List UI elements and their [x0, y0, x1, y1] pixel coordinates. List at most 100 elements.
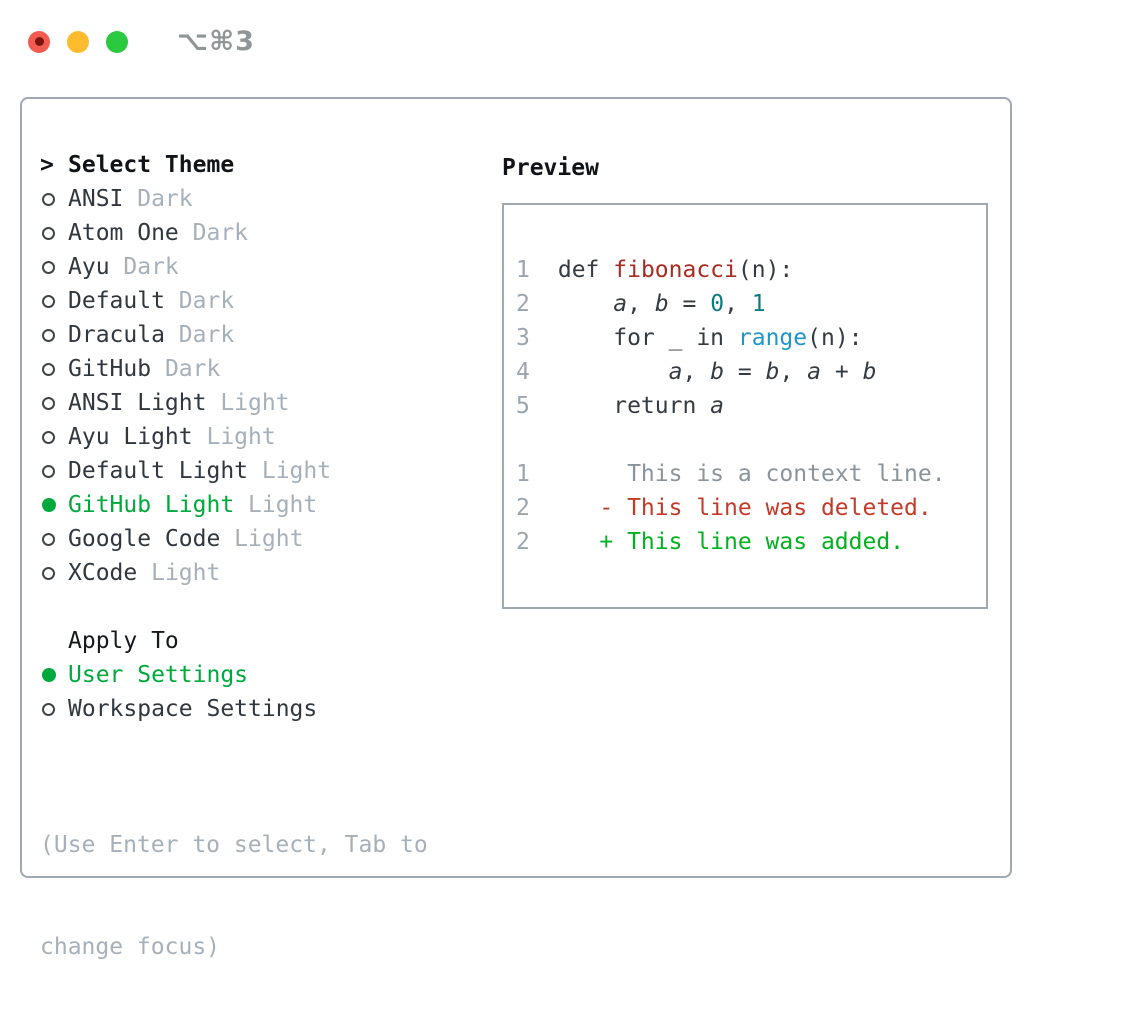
- apply-to-header: Apply To: [40, 624, 428, 658]
- radio-unselected-icon: [40, 294, 68, 308]
- code-segment-fn: fibonacci: [613, 257, 738, 283]
- theme-variant-tag: Dark: [178, 220, 249, 246]
- close-button[interactable]: [28, 30, 50, 53]
- line-number: 3: [516, 325, 530, 351]
- radio-unselected-icon: [40, 566, 68, 580]
- code-segment-t: ,: [627, 291, 655, 317]
- radio-unselected-icon: [40, 260, 68, 274]
- zoom-button[interactable]: [106, 30, 128, 53]
- code-segment-t: def: [544, 257, 614, 283]
- theme-option-dracula[interactable]: Dracula Dark: [40, 318, 428, 352]
- option-label: ANSI Light: [68, 390, 207, 416]
- code-segment-v: a: [710, 393, 725, 419]
- radio-unselected-icon: [40, 464, 68, 478]
- diff-line: 2 + This line was added.: [516, 525, 986, 559]
- minimize-button[interactable]: [67, 30, 89, 53]
- code-segment-v: a: [613, 291, 628, 317]
- code-segment-t: [544, 495, 599, 521]
- preview-title: Preview: [502, 155, 599, 181]
- list-spacer: [40, 590, 428, 624]
- code-segment-t: =: [668, 291, 711, 317]
- apply-option-workspace-settings[interactable]: Workspace Settings: [40, 692, 428, 726]
- option-label: Google Code: [68, 526, 221, 552]
- option-label: GitHub Light: [68, 492, 235, 518]
- modified-indicator-icon: [34, 37, 44, 46]
- code-line: 5 return a: [516, 389, 986, 423]
- titlebar: ⌥⌘3: [28, 26, 255, 57]
- theme-option-atom-one[interactable]: Atom One Dark: [40, 216, 428, 250]
- radio-unselected-icon: [40, 192, 68, 206]
- code-segment-t: ,: [724, 291, 752, 317]
- code-segment-t: (n):: [807, 325, 863, 351]
- line-number: 1: [516, 461, 530, 487]
- option-label: Ayu: [68, 254, 110, 280]
- hint-line-2: change focus): [40, 934, 221, 960]
- radio-unselected-icon: [40, 430, 68, 444]
- theme-option-github[interactable]: GitHub Dark: [40, 352, 428, 386]
- radio-unselected-icon: [40, 226, 68, 240]
- window-title: ⌥⌘3: [177, 26, 255, 57]
- code-line: 3 for _ in range(n):: [516, 321, 986, 355]
- theme-option-default[interactable]: Default Dark: [40, 284, 428, 318]
- theme-option-ayu[interactable]: Ayu Dark: [40, 250, 428, 284]
- code-segment-t: +: [821, 359, 863, 385]
- theme-option-ansi[interactable]: ANSI Dark: [40, 182, 428, 216]
- theme-option-ayu-light[interactable]: Ayu Light Light: [40, 420, 428, 454]
- code-segment-ctx: This is a context line.: [544, 461, 946, 487]
- theme-variant-tag: Light: [137, 560, 221, 586]
- theme-variant-tag: Light: [192, 424, 276, 450]
- code-segment-t: ,: [779, 359, 808, 385]
- code-segment-t: =: [724, 359, 766, 385]
- apply-option-user-settings[interactable]: User Settings: [40, 658, 428, 692]
- code-segment-t: return: [544, 393, 711, 419]
- option-label: ANSI: [68, 186, 124, 212]
- theme-option-default-light[interactable]: Default Light Light: [40, 454, 428, 488]
- theme-variant-tag: Dark: [123, 186, 193, 212]
- code-segment-v: b: [710, 359, 725, 385]
- radio-unselected-icon: [40, 328, 68, 342]
- code-segment-add: + This line was added.: [599, 529, 905, 555]
- select-theme-label: Select Theme: [68, 152, 235, 178]
- code-segment-t: ,: [682, 359, 711, 385]
- radio-unselected-icon: [40, 532, 68, 546]
- theme-variant-tag: Light: [206, 390, 290, 416]
- theme-option-ansi-light[interactable]: ANSI Light Light: [40, 386, 428, 420]
- radio-unselected-icon: [40, 396, 68, 410]
- diff-line: 2 - This line was deleted.: [516, 491, 986, 525]
- cursor-icon: >: [40, 152, 54, 178]
- option-label: Default: [68, 288, 165, 314]
- code-segment-call: range: [737, 325, 808, 351]
- theme-option-google-code[interactable]: Google Code Light: [40, 522, 428, 556]
- option-label: Ayu Light: [68, 424, 193, 450]
- code-line: 1 def fibonacci(n):: [516, 253, 986, 287]
- hint-line-1: (Use Enter to select, Tab to: [40, 832, 428, 858]
- line-number: 2: [516, 291, 530, 317]
- code-segment-del: - This line was deleted.: [599, 495, 932, 521]
- option-label: XCode: [68, 560, 138, 586]
- theme-option-github-light[interactable]: GitHub Light Light: [40, 488, 428, 522]
- option-label: Dracula: [68, 322, 165, 348]
- option-label: Workspace Settings: [68, 696, 318, 722]
- theme-option-xcode[interactable]: XCode Light: [40, 556, 428, 590]
- code-segment-v: b: [765, 359, 780, 385]
- radio-selected-icon: [40, 498, 68, 512]
- line-number: 4: [516, 359, 530, 385]
- line-number: 1: [516, 257, 530, 283]
- code-segment-t: for _ in: [544, 325, 738, 351]
- code-line: 4 a, b = b, a + b: [516, 355, 986, 389]
- code-segment-num: 1: [751, 291, 766, 317]
- option-label: GitHub: [68, 356, 152, 382]
- theme-variant-tag: Dark: [109, 254, 179, 280]
- option-label: Default Light: [68, 458, 249, 484]
- line-number: 5: [516, 393, 530, 419]
- code-segment-v: a: [668, 359, 683, 385]
- line-number: 2: [516, 529, 530, 555]
- code-line: 2 a, b = 0, 1: [516, 287, 986, 321]
- radio-unselected-icon: [40, 362, 68, 376]
- keyboard-hint: (Use Enter to select, Tab to change focu…: [40, 760, 428, 1032]
